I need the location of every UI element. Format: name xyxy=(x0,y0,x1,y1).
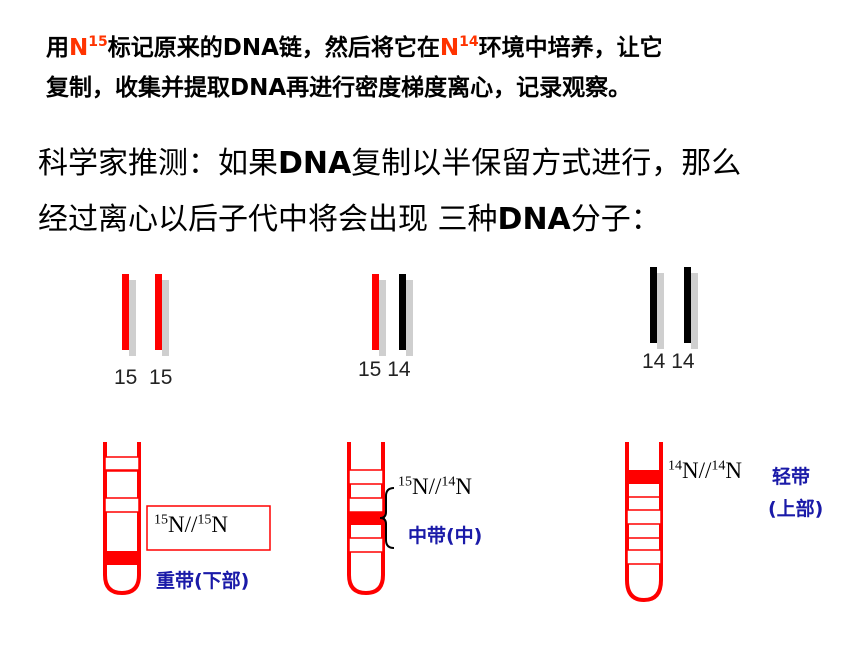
tube-middle xyxy=(347,442,395,596)
hypothesis-text: 科学家推测：如果DNA复制以半保留方式进行，那么 经过离心以后子代中将会出现 三… xyxy=(38,136,838,248)
molecule-14-14 xyxy=(650,267,698,349)
n14-label: N14 xyxy=(439,34,479,61)
light-band xyxy=(627,470,661,484)
strand-14n-right xyxy=(399,274,406,350)
light-band-label-2: (上部) xyxy=(768,498,824,520)
tube-heavy xyxy=(103,442,141,596)
strand-shadow xyxy=(657,273,664,349)
middle-band xyxy=(349,512,383,525)
tube-light xyxy=(625,442,663,603)
intro-line-2: 复制，收集并提取DNA再进行密度梯度离心，记录观察。 xyxy=(46,75,632,101)
molecule-2-labels: 15 14 xyxy=(358,358,411,381)
light-band-label-1: 轻带 xyxy=(772,466,811,488)
strand-14n-left xyxy=(650,267,657,343)
hypothesis-line-1: 科学家推测：如果DNA复制以半保留方式进行，那么 xyxy=(38,146,742,181)
strand-15n-left xyxy=(122,274,129,350)
middle-formula: 15N//14N xyxy=(398,474,473,499)
molecule-3-labels: 14 14 xyxy=(642,350,695,373)
molecule-15-14 xyxy=(372,274,413,356)
molecule-1-labels: 15 15 xyxy=(114,366,173,389)
intro-part3: 环境中培养，让它 xyxy=(478,35,663,61)
strand-15n-right xyxy=(155,274,162,350)
light-formula: 14N//14N xyxy=(668,458,743,483)
strand-14n-right xyxy=(684,267,691,343)
heavy-label-box xyxy=(146,505,271,551)
heavy-formula: 15N//15N xyxy=(154,512,229,537)
hypothesis-line-2: 经过离心以后子代中将会出现 三种DNA分子： xyxy=(38,202,661,237)
strand-shadow xyxy=(129,280,136,356)
n15-label: N15 xyxy=(69,34,108,61)
strand-shadow xyxy=(379,280,386,356)
heavy-band-label: 重带(下部) xyxy=(156,570,250,592)
tube-outline xyxy=(103,442,141,596)
middle-band-label: 中带(中) xyxy=(408,525,483,547)
tube-outline xyxy=(347,442,385,596)
molecule-15-15 xyxy=(122,274,169,356)
intro-part1: 用 xyxy=(46,35,69,61)
strand-15n-left xyxy=(372,274,379,350)
strand-shadow xyxy=(691,273,698,349)
strand-shadow xyxy=(162,280,169,356)
intro-part2: 标记原来的DNA链，然后将它在 xyxy=(107,35,440,61)
strand-shadow xyxy=(406,280,413,356)
intro-line-1: 用N15标记原来的DNA链，然后将它在N14环境中培养，让它 xyxy=(46,28,846,68)
brace xyxy=(379,487,395,549)
tube-outline xyxy=(625,442,663,603)
intro-text: 用N15标记原来的DNA链，然后将它在N14环境中培养，让它 复制，收集并提取D… xyxy=(46,28,846,108)
heavy-band xyxy=(105,551,139,565)
